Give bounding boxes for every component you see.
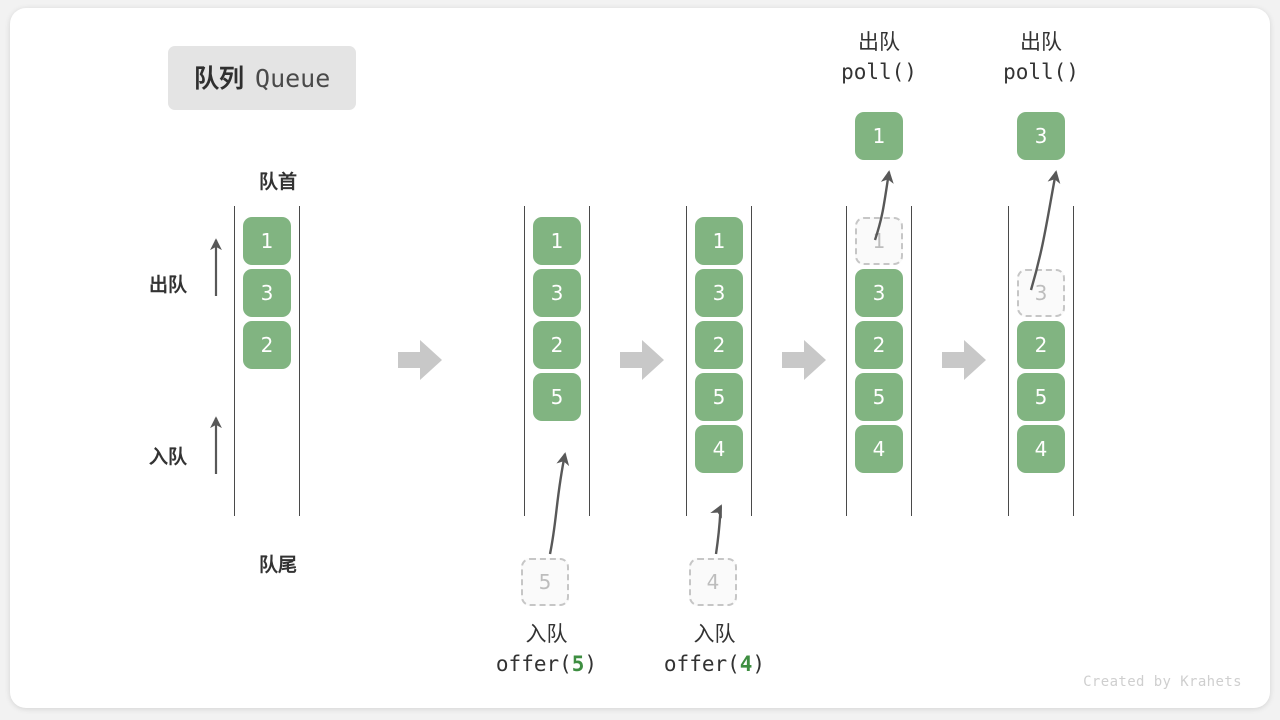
queue-item: 3 xyxy=(695,269,743,317)
queue-head-label: 队首 xyxy=(258,171,297,193)
slot-stack: 1 3 2 xyxy=(243,217,291,369)
caption-cn: 入队 xyxy=(525,622,568,646)
rail-left xyxy=(846,206,847,516)
queue-item-removed: 3 xyxy=(1017,269,1065,317)
enqueue-side-label: 入队 xyxy=(149,446,188,468)
incoming-ghost-box: 4 xyxy=(689,558,737,606)
slot-stack: 3 2 5 4 xyxy=(1017,217,1065,473)
title-badge: 队列 Queue xyxy=(168,46,357,110)
caption-code: poll() xyxy=(841,59,917,84)
queue-item: 2 xyxy=(243,321,291,369)
rail-left xyxy=(234,206,235,516)
queue-item: 3 xyxy=(855,269,903,317)
caption-cn: 入队 xyxy=(693,622,736,646)
code-num: 4 xyxy=(739,651,753,676)
queue-item: 4 xyxy=(1017,425,1065,473)
caption-poll-1: 出队 poll() xyxy=(808,28,950,88)
queue-item: 4 xyxy=(695,425,743,473)
caption-cn: 出队 xyxy=(1020,30,1062,54)
rail-left xyxy=(686,206,687,516)
caption-cn: 出队 xyxy=(858,30,900,54)
polled-item-box: 3 xyxy=(1017,112,1065,160)
dequeue-side-label: 出队 xyxy=(149,274,188,296)
queue-item: 2 xyxy=(695,321,743,369)
offer-5-arrow xyxy=(548,452,570,555)
rail-left xyxy=(1008,206,1009,516)
queue-item: 2 xyxy=(533,321,581,369)
rail-left xyxy=(524,206,525,516)
code-suffix: ) xyxy=(584,651,598,676)
queue-item: 5 xyxy=(855,373,903,421)
queue-item: 1 xyxy=(533,217,581,265)
queue-item: 1 xyxy=(695,217,743,265)
code-prefix: offer( xyxy=(495,651,572,676)
queue-item: 3 xyxy=(533,269,581,317)
diagram-card: 队列 Queue 队首 队尾 出队 入队 1 3 2 1 3 2 5 5 入队 … xyxy=(10,8,1270,708)
offer-4-arrow xyxy=(710,504,723,555)
code-suffix: ) xyxy=(752,651,766,676)
slot-stack: 1 3 2 5 4 xyxy=(695,217,743,473)
queue-item: 2 xyxy=(855,321,903,369)
code-num: 5 xyxy=(571,651,585,676)
slot-stack: 1 3 2 5 4 xyxy=(855,217,903,473)
rail-right xyxy=(911,206,912,516)
queue-item: 1 xyxy=(243,217,291,265)
queue-item: 2 xyxy=(1017,321,1065,369)
caption-code: offer(4) xyxy=(622,650,807,680)
arrow-overlay xyxy=(210,170,1061,555)
queue-item: 5 xyxy=(695,373,743,421)
slot-stack: 1 3 2 5 xyxy=(533,217,581,421)
title-en: Queue xyxy=(255,64,331,93)
rail-right xyxy=(751,206,752,516)
title-cn: 队列 xyxy=(194,64,245,93)
incoming-ghost-box: 5 xyxy=(521,558,569,606)
footer-credit: Created by Krahets xyxy=(1083,674,1242,690)
rail-right xyxy=(1073,206,1074,516)
rail-right xyxy=(589,206,590,516)
code-prefix: offer( xyxy=(663,651,740,676)
queue-item: 5 xyxy=(533,373,581,421)
caption-poll-3: 出队 poll() xyxy=(970,28,1112,88)
queue-item: 3 xyxy=(243,269,291,317)
caption-offer-5: 入队 offer(5) xyxy=(454,620,639,680)
caption-offer-4: 入队 offer(4) xyxy=(622,620,807,680)
polled-item-box: 1 xyxy=(855,112,903,160)
queue-item: 4 xyxy=(855,425,903,473)
caption-code: offer(5) xyxy=(454,650,639,680)
queue-tail-label: 队尾 xyxy=(258,554,297,576)
queue-item-removed: 1 xyxy=(855,217,903,265)
rail-right xyxy=(299,206,300,516)
caption-code: poll() xyxy=(1003,59,1079,84)
queue-item: 5 xyxy=(1017,373,1065,421)
